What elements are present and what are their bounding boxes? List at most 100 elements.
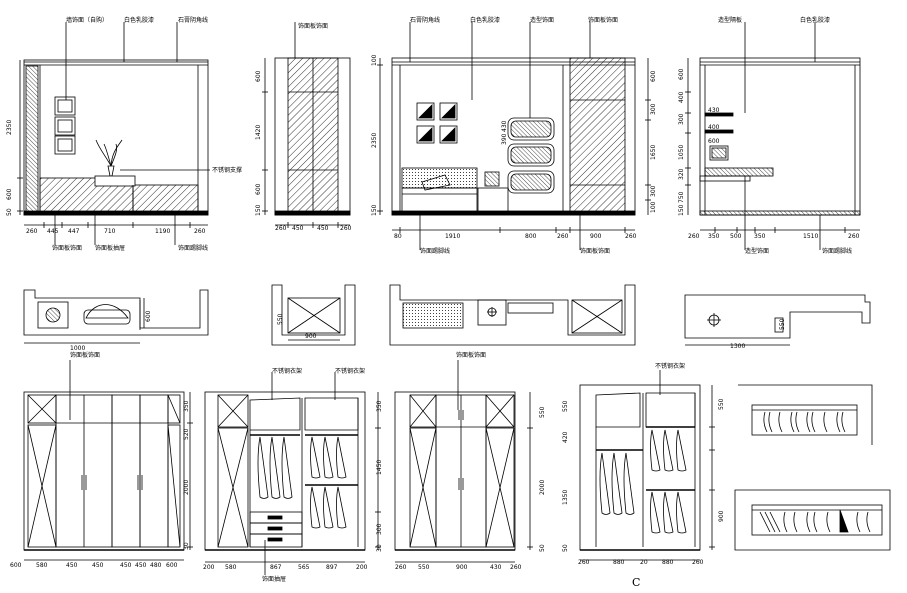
label-w4-top: 不锈钢衣架: [655, 362, 685, 370]
label-e1-side: 不锈钢支撑: [212, 166, 242, 174]
dim-p4-0: 550: [779, 318, 786, 330]
label-e4-top2: 白色乳胶漆: [800, 16, 830, 24]
dim-w2-h-2: 867: [270, 564, 282, 571]
elevation-4: [685, 22, 861, 250]
dim-e2-h-2: 450: [317, 225, 329, 232]
label-e4-top1: 造型隔板: [718, 16, 742, 24]
label-e1-top1: 墙饰面（自购）: [66, 16, 108, 24]
dim-w4-v-5: 50: [562, 544, 569, 552]
dim-w1-h-3: 450: [92, 562, 104, 569]
dim-w4-h-2: 20: [640, 559, 648, 566]
elevation-2: [262, 22, 351, 228]
dim-e3-h-2: 800: [525, 233, 537, 240]
dim-w2-h-3: 565: [298, 564, 310, 571]
label-w2-bot: 饰面抽屉: [262, 575, 286, 583]
hanger-section-2: [734, 489, 891, 551]
wardrobe-2: [204, 372, 381, 575]
dim-e1-h-0: 260: [26, 228, 38, 235]
label-w1-top: 饰面板饰面: [70, 351, 100, 359]
elevation-3: [377, 22, 651, 250]
dim-w4-h-4: 260: [692, 559, 704, 566]
dim-e2-v-3: 150: [255, 204, 262, 216]
dim-w4-h-3: 880: [662, 559, 674, 566]
dim-w2-v-3: 30: [376, 544, 383, 552]
dim-w1-v-0: 350: [183, 400, 190, 412]
label-e3-bot1: 饰面踢脚线: [420, 247, 450, 255]
dim-e4-v-6: 150: [678, 204, 685, 216]
dim-e4-v-4: 320: [678, 168, 685, 180]
dim-e3-v2-2: 1650: [650, 145, 657, 160]
label-e1-bot3: 饰面踢脚线: [178, 244, 208, 252]
dim-e2-h-3: 260: [340, 225, 352, 232]
dim-e1-h-1: 445: [47, 228, 59, 235]
wardrobe-4: [579, 370, 715, 561]
label-e3-top3: 造型饰面: [530, 16, 554, 24]
plan-1: [23, 289, 209, 344]
plan-4: [684, 294, 871, 346]
dim-e4-h-1: 350: [708, 233, 720, 240]
dim-w4-h-1: 880: [613, 559, 625, 566]
dim-e4-v-5: 750: [678, 191, 685, 203]
dim-p1-0: 600: [145, 310, 152, 322]
dim-e3-h-4: 900: [590, 233, 602, 240]
dim-e2-v-2: 600: [255, 183, 262, 195]
dim-e2-h-1: 450: [292, 225, 304, 232]
dim-w4-v-1: 420: [562, 431, 569, 443]
dim-e3-v-0: 100: [371, 54, 378, 66]
dim-e3-v2-3: 300: [650, 185, 657, 197]
label-e3-top1: 石膏阴角线: [410, 16, 440, 24]
dim-e3-v2-4: 100: [650, 201, 657, 213]
label-e1-bot2: 饰面板抽屉: [95, 244, 125, 252]
dim-e3-h-0: 80: [394, 233, 402, 240]
dim-w1-h-5: 450: [135, 562, 147, 569]
elevation-1: [17, 22, 210, 245]
dim-e3-v-2: 150: [371, 204, 378, 216]
dim-w1-h-4: 450: [120, 562, 132, 569]
dim-e3-h-1: 1910: [445, 233, 460, 240]
dim-e1-h-4: 1190: [155, 228, 170, 235]
dim-e3-h-3: 260: [557, 233, 569, 240]
dim-e4-v-0: 600: [678, 68, 685, 80]
plan-3: [389, 284, 636, 346]
dim-w3-v-1: 2000: [539, 480, 546, 495]
dim-e3-v2-1: 300: [650, 103, 657, 115]
dim-e4-h-0: 260: [688, 233, 700, 240]
dim-p1-1: 1000: [70, 345, 85, 352]
dim-e4-v2-1: 400: [708, 124, 720, 131]
dim-e2-h-0: 260: [275, 225, 287, 232]
sheet-letter: C: [632, 576, 640, 589]
dim-w2-v-0: 350: [376, 400, 383, 412]
label-e1-bot1: 饰面板饰面: [52, 244, 82, 252]
label-e4-bot1: 造型饰面: [745, 247, 769, 255]
dim-e2-v-1: 1420: [255, 125, 262, 140]
plan-2: [271, 284, 356, 346]
dim-e1-v-1: 600: [6, 188, 13, 200]
dim-w3-h-2: 900: [456, 564, 468, 571]
dim-e4-h-5: 260: [848, 233, 860, 240]
dim-w3-v-2: 50: [539, 544, 546, 552]
dim-w1-h-0: 600: [10, 562, 22, 569]
dim-w2-h-4: 897: [326, 564, 338, 571]
dim-e3-v2-0: 600: [650, 70, 657, 82]
dim-e4-v2-2: 600: [708, 138, 720, 145]
dim-w4-h-0: 260: [578, 559, 590, 566]
label-w2-top2: 不锈钢衣架: [335, 367, 365, 375]
dim-w1-h-7: 600: [166, 562, 178, 569]
dim-e4-v-2: 300: [678, 113, 685, 125]
dim-e3-v3-1: 430: [501, 120, 508, 132]
dim-w3-v-0: 550: [539, 406, 546, 418]
dim-e4-h-3: 350: [754, 233, 766, 240]
label-w2-top1: 不锈钢衣架: [272, 367, 302, 375]
dim-e1-h-3: 710: [104, 228, 116, 235]
dim-w2-h-0: 200: [203, 564, 215, 571]
dim-e2-v-0: 600: [255, 70, 262, 82]
dim-e1-v-2: 50: [6, 208, 13, 216]
dim-w1-h-6: 480: [150, 562, 162, 569]
dim-e4-v2-0: 430: [708, 107, 720, 114]
dim-w1-v-3: 30: [183, 542, 190, 550]
dim-p2-1: 900: [305, 333, 317, 340]
dim-w4-v-0: 550: [562, 400, 569, 412]
dim-e3-v3-0: 390: [501, 133, 508, 145]
